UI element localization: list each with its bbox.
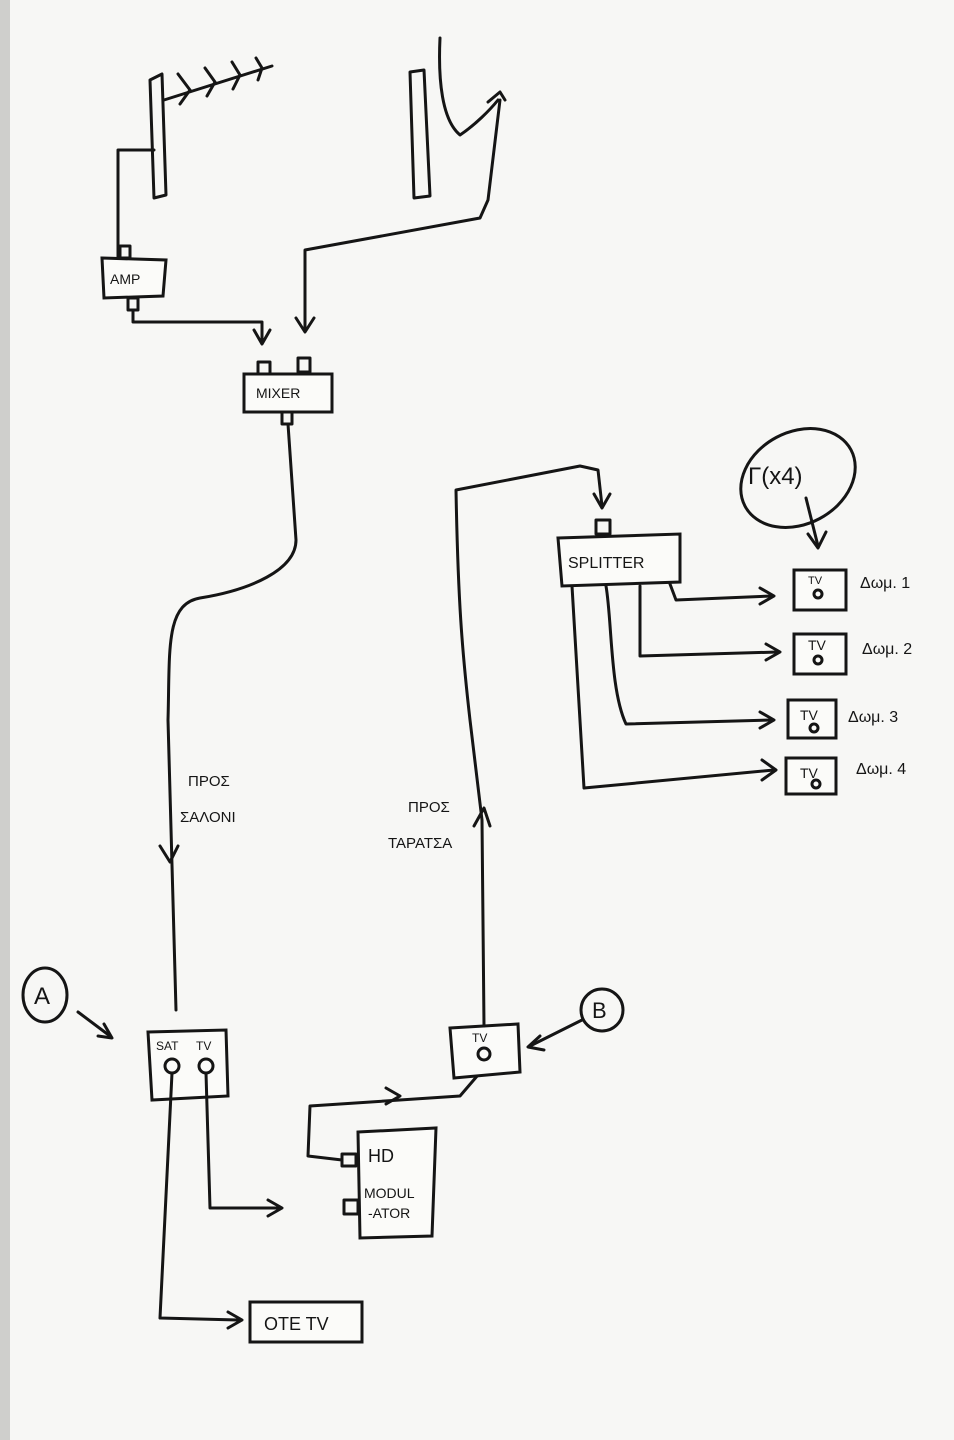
svg-text:TV: TV [800,765,819,781]
room2-outlet: TV Δωμ. 2 [792,632,912,676]
hd-label: HD [368,1146,394,1166]
tv-label: TV [196,1039,211,1053]
cable-to-salon [166,422,298,1012]
mixer-box: MIXER [242,356,334,426]
svg-text:TV: TV [800,707,819,723]
sat-label: SAT [156,1039,179,1053]
to-salon-line2: ΣΑΛΟΝΙ [180,809,236,826]
to-terrace-line2: ΤΑΡΑΤΣΑ [388,835,452,852]
splitter-box: SPLITTER [556,518,682,588]
outlet-b: TV [448,1022,522,1080]
terrestrial-antenna-icon [148,56,274,200]
room1-outlet: TV Δωμ. 1 [792,568,910,612]
svg-text:TV: TV [472,1031,487,1045]
outlet-a: SAT TV [146,1028,230,1102]
cable-modulator-outlet-b [306,1066,486,1162]
cable-antenna-amp [116,148,156,260]
marker-b: B [526,987,625,1052]
modulator-line1: MODUL [364,1185,415,1201]
marker-a: A [21,966,114,1040]
cable-to-terrace [454,464,604,1028]
hd-modulator: HD MODUL -ATOR [340,1126,438,1240]
cable-room4 [570,584,776,790]
svg-text:TV: TV [808,575,823,587]
svg-text:TV: TV [808,637,827,653]
cable-room2 [638,584,780,658]
to-terrace-line1: ΠΡΟΣ [408,799,450,816]
mixer-label: MIXER [256,385,300,401]
ote-tv-box: OTE TV [248,1300,364,1344]
cable-room3 [604,584,774,726]
room3-outlet: TV Δωμ. 3 [786,698,898,740]
cable-tv-modulator [204,1071,282,1210]
ote-tv-label: OTE TV [264,1314,329,1334]
svg-text:B: B [592,998,607,1023]
amp-box: AMP [100,244,168,312]
room3-label: Δωμ. 3 [848,709,898,726]
svg-text:A: A [34,983,50,1010]
room1-label: Δωμ. 1 [860,575,910,592]
cable-dish-mixer [303,98,502,332]
satellite-dish-icon [408,36,507,200]
marker-g4: Γ(x4) [739,427,857,550]
splitter-label: SPLITTER [568,555,644,572]
page-edge-shadow [0,0,10,1440]
to-salon-line1: ΠΡΟΣ [188,773,230,790]
svg-text:Γ(x4): Γ(x4) [748,463,803,490]
modulator-line2: -ATOR [368,1205,410,1221]
amp-label: AMP [110,271,140,287]
cable-amp-mixer [131,308,264,344]
cable-sat-otetv [158,1071,240,1322]
room2-label: Δωμ. 2 [862,641,912,658]
cable-room1 [668,582,774,602]
room4-outlet: TV Δωμ. 4 [784,756,906,796]
room4-label: Δωμ. 4 [856,761,906,778]
